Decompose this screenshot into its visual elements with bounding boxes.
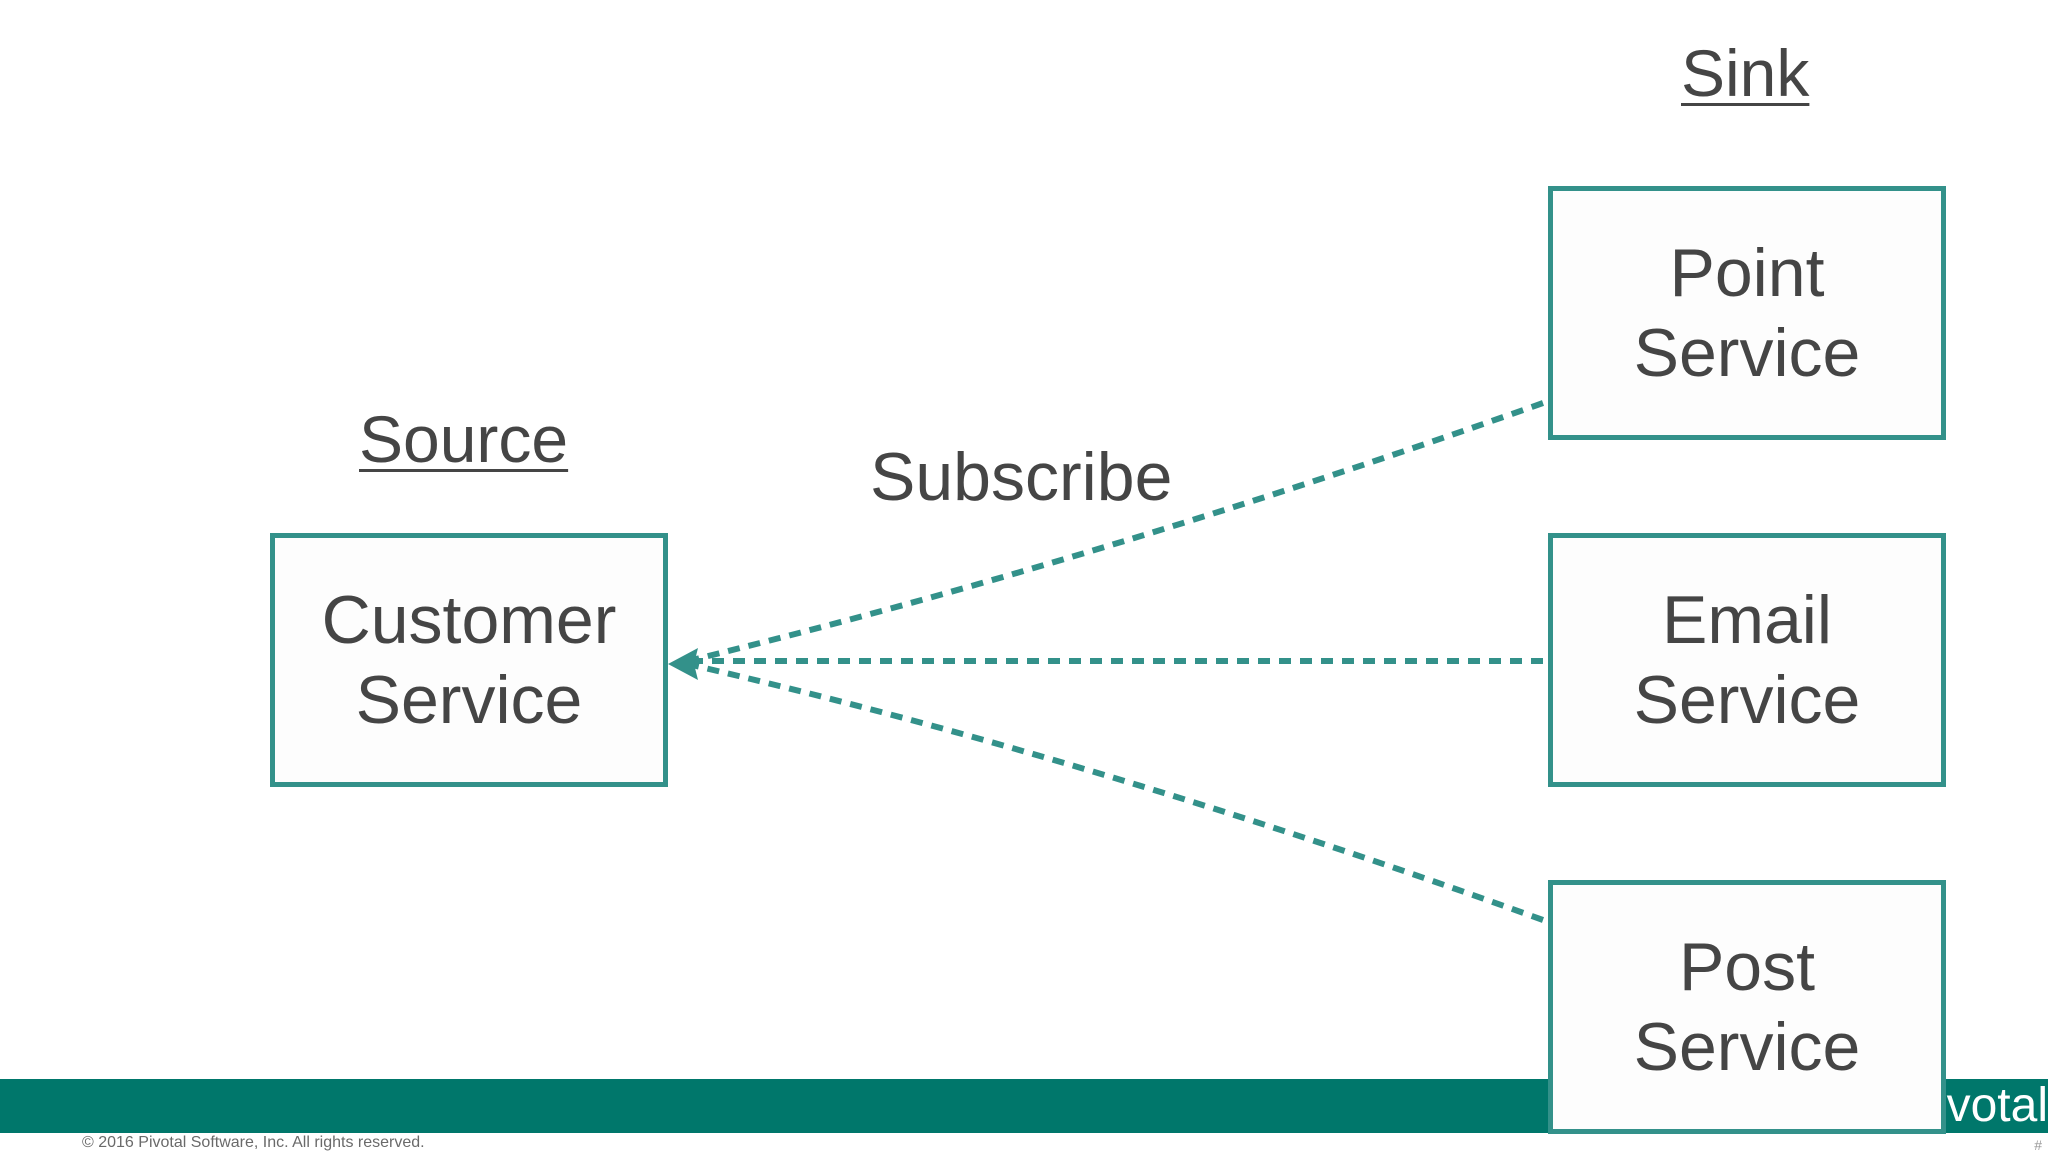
post-service-line2: Service [1633,1009,1861,1085]
subscribe-arrow-point [691,400,1545,663]
copyright-text: © 2016 Pivotal Software, Inc. All rights… [82,1134,425,1151]
post-service-line1: Post [1678,929,1816,1005]
sink-heading: Sink [1681,36,1810,110]
customer-service-line2: Service [355,662,583,738]
email-service-line1: Email [1661,582,1833,658]
page-number: # [2034,1137,2042,1153]
email-service-box: Email Service [1548,533,1946,787]
post-service-box: Post Service [1548,880,1946,1134]
customer-service-line1: Customer [321,582,617,658]
subscribe-label: Subscribe [870,439,1173,515]
point-service-box: Point Service [1548,186,1946,440]
arrowhead-icon [668,648,698,680]
customer-service-box: Customer Service [270,533,668,787]
point-service-line2: Service [1633,315,1861,391]
point-service-line1: Point [1669,235,1825,311]
email-service-line2: Service [1633,662,1861,738]
pivotal-logo: votal [1946,1080,2048,1132]
source-heading: Source [359,402,569,476]
subscribe-arrow-post [691,662,1545,923]
